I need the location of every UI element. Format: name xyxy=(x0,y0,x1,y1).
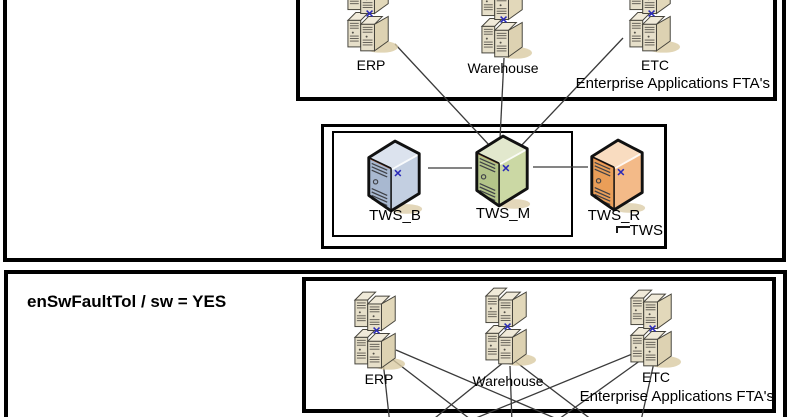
server-label-etc-bottom: ETC xyxy=(642,369,670,385)
server-label-warehouse-top: Warehouse xyxy=(467,60,539,76)
server-stack-icon-warehouse-top xyxy=(478,0,535,59)
server-label-tws-m: TWS_M xyxy=(475,205,531,222)
server-stack-icon-etc-top xyxy=(626,0,683,53)
server-label-etc-top: ETC xyxy=(641,57,669,73)
server-label-erp-bottom: ERP xyxy=(364,371,394,387)
server-tower-icon-tws-r xyxy=(585,137,649,213)
enterprise-apps-label-top: Enterprise Applications FTA's xyxy=(575,75,770,92)
server-label-tws-b: TWS_B xyxy=(369,207,421,224)
scenario-panel-bottom xyxy=(4,270,787,417)
tws-box-label: TWS xyxy=(629,222,663,239)
server-stack-icon-warehouse-bottom xyxy=(482,287,539,366)
enterprise-apps-label-bottom: Enterprise Applications FTA's xyxy=(579,388,774,405)
server-label-tws-r: TWS_R xyxy=(587,207,641,224)
scenario-panel-top xyxy=(3,0,786,262)
server-label-erp-top: ERP xyxy=(356,57,386,73)
server-label-warehouse-bottom: Warehouse xyxy=(472,373,544,389)
server-tower-icon-tws-b xyxy=(362,138,426,214)
server-tower-icon-tws-m xyxy=(470,133,534,209)
server-stack-icon-etc-bottom xyxy=(627,289,684,368)
server-stack-icon-erp-bottom xyxy=(351,291,408,370)
scenario-title: enSwFaultTol / sw = YES xyxy=(27,292,227,311)
server-stack-icon-erp-top xyxy=(344,0,401,53)
tws-box xyxy=(321,124,667,249)
tws-label-corner-mark xyxy=(616,226,630,233)
